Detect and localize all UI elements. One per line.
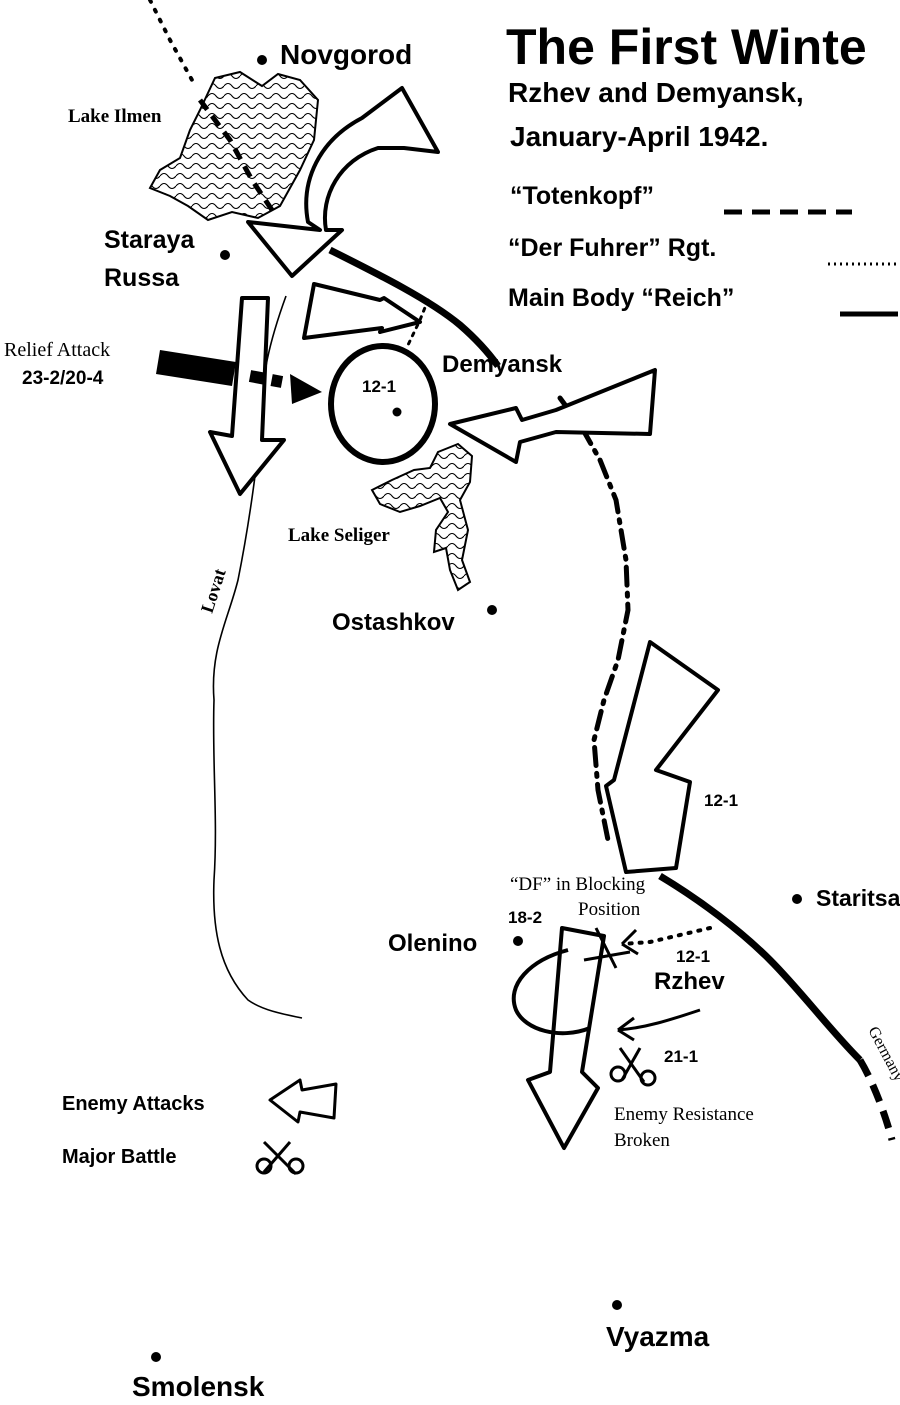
demyansk-pocket bbox=[328, 343, 438, 465]
legend-der-fuhrer-label: “Der Fuhrer” Rgt. bbox=[508, 234, 716, 262]
lake-seliger-shape bbox=[370, 442, 474, 592]
totenkopf-route bbox=[198, 98, 275, 212]
city-dot-ostashkov bbox=[487, 605, 497, 615]
reich-line-germany bbox=[856, 1058, 896, 1141]
label-germany: Germany bbox=[864, 1024, 900, 1085]
city-dot-olenino bbox=[513, 936, 523, 946]
city-dot-demyansk bbox=[392, 407, 402, 417]
label-df-blocking: “DF” in Blocking bbox=[510, 874, 646, 895]
lake-ilmen-shape bbox=[148, 70, 320, 222]
rzhev-blocking-mark bbox=[583, 927, 631, 969]
label-demyansk-date: 12-1 bbox=[362, 377, 396, 396]
city-dot-staraya-russa bbox=[220, 250, 230, 260]
legend-major-battle-label: Major Battle bbox=[62, 1146, 176, 1168]
legend-major-battle-icon bbox=[255, 1140, 305, 1176]
legend-reich-label: Main Body “Reich” bbox=[508, 284, 734, 312]
label-olenino: Olenino bbox=[388, 930, 477, 957]
label-lovat: Lovat bbox=[197, 566, 230, 615]
enemy-attack-arrow-center bbox=[302, 282, 422, 340]
rzhev-flank-arrowhead bbox=[617, 1016, 635, 1042]
label-date-18-2: 18-2 bbox=[508, 908, 542, 927]
enemy-attack-arrow-east bbox=[448, 368, 657, 464]
label-relief-attack: Relief Attack bbox=[4, 339, 110, 361]
city-dot-smolensk bbox=[151, 1352, 161, 1362]
reich-line-demyansk bbox=[328, 246, 501, 369]
label-novgorod: Novgorod bbox=[280, 39, 412, 70]
relief-attack-arrowhead bbox=[290, 374, 322, 404]
legend-totenkopf-label: “Totenkopf” bbox=[510, 182, 654, 210]
label-relief-dates: 23-2/20-4 bbox=[22, 368, 104, 389]
map-date-range: January-April 1942. bbox=[510, 121, 768, 152]
label-broken: Broken bbox=[614, 1130, 670, 1151]
label-enemy-resistance: Enemy Resistance bbox=[614, 1104, 754, 1125]
reich-line-rzhev bbox=[658, 872, 863, 1063]
rzhev-df-arrowhead bbox=[620, 928, 639, 956]
map-title: The First Winte bbox=[506, 19, 867, 75]
der-fuhrer-route-north bbox=[148, 0, 194, 82]
reich-route-demyansk-rzhev bbox=[557, 395, 631, 843]
relief-attack-dashes bbox=[248, 370, 284, 388]
legend-enemy-attacks-label: Enemy Attacks bbox=[62, 1093, 205, 1115]
label-staritsa: Staritsa bbox=[816, 885, 900, 911]
city-dot-vyazma bbox=[612, 1300, 622, 1310]
label-demyansk: Demyansk bbox=[442, 351, 563, 378]
label-vyazma: Vyazma bbox=[606, 1321, 710, 1352]
label-arrow-date: 12-1 bbox=[704, 791, 738, 810]
label-lake-seliger: Lake Seliger bbox=[288, 525, 390, 546]
legend-enemy-attacks-icon bbox=[268, 1078, 338, 1124]
city-dot-novgorod bbox=[257, 55, 267, 65]
label-ostashkov: Ostashkov bbox=[332, 609, 455, 636]
label-lake-ilmen: Lake Ilmen bbox=[68, 106, 162, 127]
label-df-position: Position bbox=[578, 899, 641, 920]
major-battle-rzhev-icon bbox=[609, 1047, 657, 1087]
city-dot-staritsa bbox=[792, 894, 802, 904]
rzhev-loop-arrow bbox=[511, 948, 591, 1036]
rzhev-flank-arrow bbox=[617, 1008, 701, 1032]
label-rzhev-date: 12-1 bbox=[676, 947, 710, 966]
label-staraya: Staraya bbox=[104, 226, 195, 254]
enemy-attack-arrow-north bbox=[246, 86, 440, 278]
label-rzhev: Rzhev bbox=[654, 968, 725, 995]
enemy-attack-arrow-rzhev bbox=[604, 640, 720, 874]
label-russa: Russa bbox=[104, 264, 180, 292]
map-subtitle: Rzhev and Demyansk, bbox=[508, 77, 804, 108]
label-smolensk: Smolensk bbox=[132, 1371, 265, 1402]
enemy-attack-arrow-west bbox=[208, 296, 286, 496]
relief-attack-bar bbox=[156, 350, 236, 386]
label-battle-date: 21-1 bbox=[664, 1047, 698, 1066]
